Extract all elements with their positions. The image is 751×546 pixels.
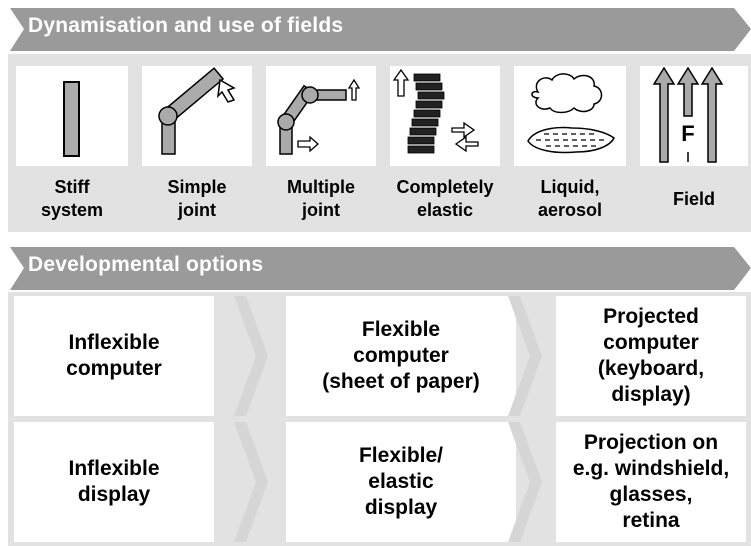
caption-field: Field (672, 189, 715, 209)
tile-stiff-system (16, 66, 128, 166)
simple-joint-icon (158, 67, 236, 155)
section2-banner: Developmental options (0, 247, 751, 290)
tile-completely-elastic (390, 66, 500, 166)
chevron-arrow-icon (508, 296, 542, 416)
tile-simple-joint (142, 66, 252, 166)
chevron-arrow-icon (234, 296, 268, 416)
banner-arrow-shape (10, 247, 751, 290)
field-arrows-icon (652, 66, 724, 163)
tile-multiple-joint (266, 66, 376, 166)
section1-title: Dynamisation and use of fields (28, 14, 344, 37)
field-letter: F (681, 121, 695, 146)
section2-title: Developmental options (28, 253, 264, 276)
tile-liquid-aerosol (514, 66, 626, 166)
section1-banner: Dynamisation and use of fields (0, 8, 751, 51)
chevron-arrow-icon (508, 422, 542, 542)
cloud-puddle-icon (527, 73, 615, 154)
stiff-rod-icon (63, 81, 80, 157)
elastic-stack-icon (392, 68, 479, 154)
chevron-arrow-icon (234, 422, 268, 542)
caption-liquid-aerosol: Liquid,aerosol (537, 177, 603, 220)
tile-field: F (640, 66, 748, 166)
multiple-joint-icon (277, 78, 361, 155)
banner-arrow-shape (10, 8, 751, 51)
